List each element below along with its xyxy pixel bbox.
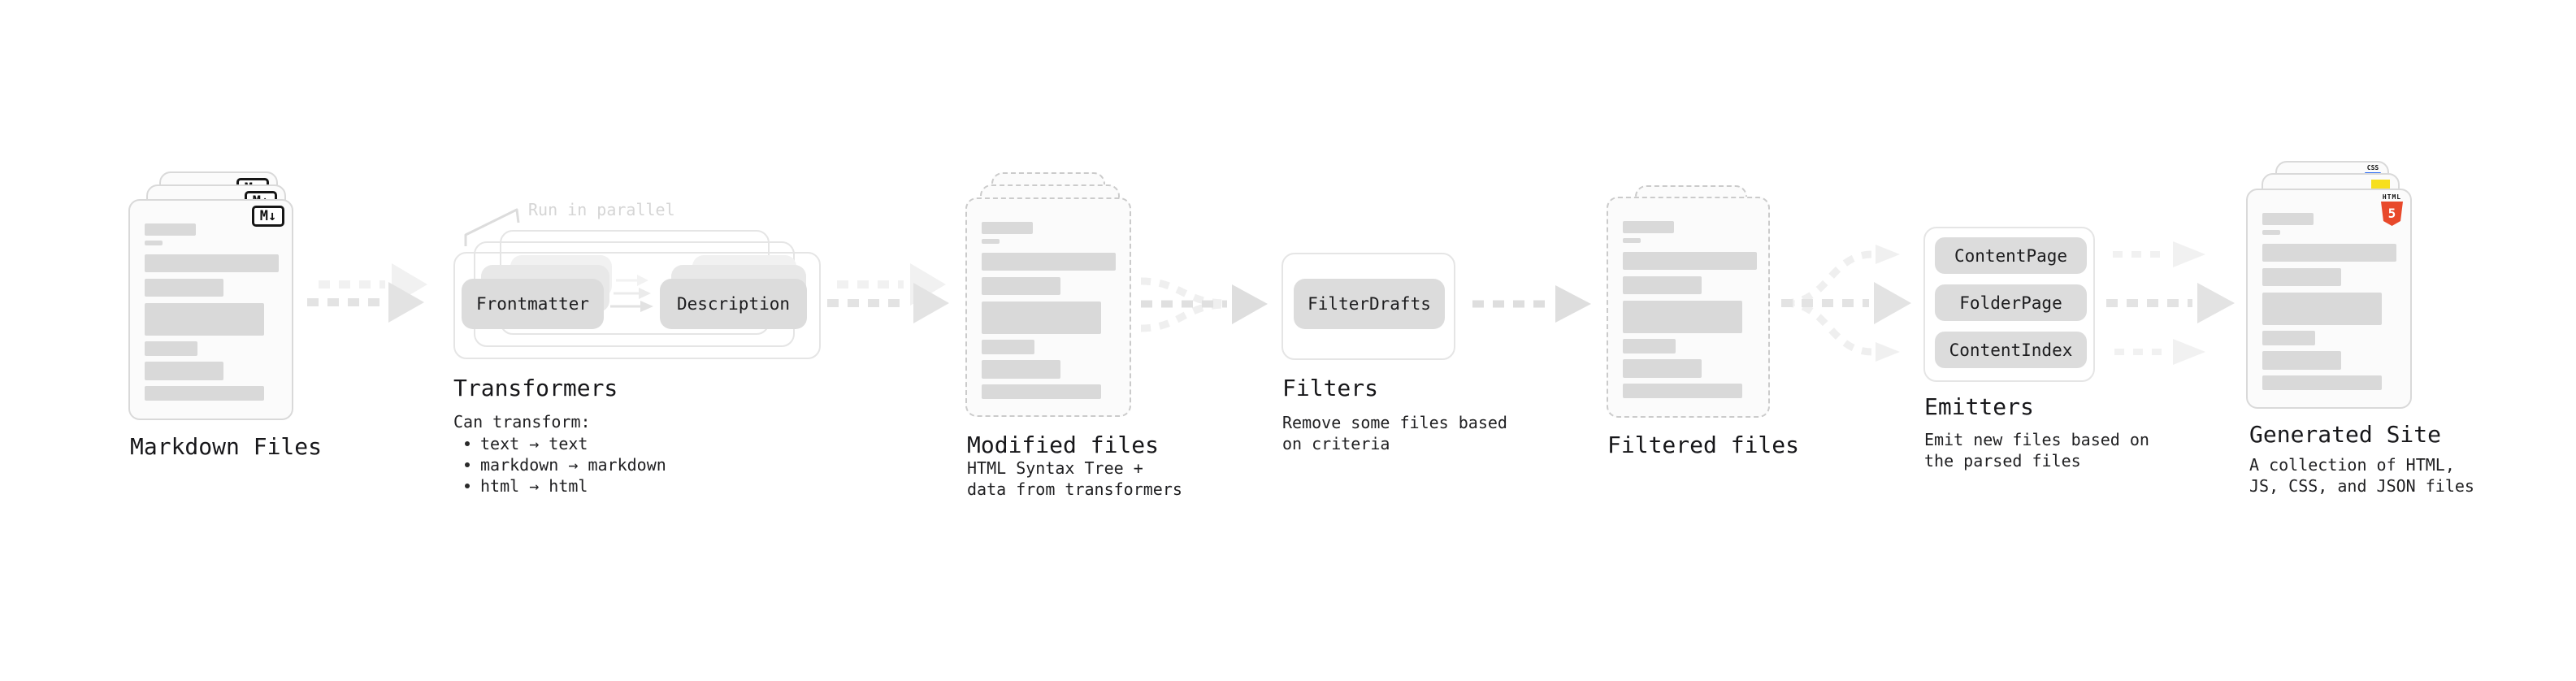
js-icon bbox=[2371, 180, 2390, 191]
generated-site-desc-line2: JS, CSS, and JSON files bbox=[2249, 476, 2474, 496]
filtered-files-label: Filtered files bbox=[1607, 432, 1800, 458]
filters-title: Filters bbox=[1282, 375, 1379, 401]
html5-icon: HTML 5 bbox=[2381, 194, 2403, 226]
bullet-dot bbox=[465, 484, 470, 488]
emitters-desc-line2: the parsed files bbox=[1924, 451, 2081, 471]
emitters-desc-line1: Emit new files based on bbox=[1924, 430, 2149, 449]
contentindex-emitter-chip: ContentIndex bbox=[1935, 332, 2087, 368]
bullet-label: markdown → markdown bbox=[480, 455, 666, 475]
file-content-bars bbox=[982, 222, 1117, 399]
filters-box bbox=[1281, 253, 1455, 360]
site-file-card-html: HTML 5 bbox=[2246, 189, 2412, 409]
filters-desc-line1: Remove some files based bbox=[1282, 413, 1507, 432]
arrow-markdown-to-transformers bbox=[307, 263, 427, 323]
transform-bullet-html: html → html bbox=[465, 476, 588, 496]
filterdrafts-chip: FilterDrafts bbox=[1294, 279, 1445, 329]
transform-bullet-markdown: markdown → markdown bbox=[465, 455, 666, 475]
transformers-box-front bbox=[453, 252, 821, 359]
transformers-desc-heading: Can transform: bbox=[453, 412, 591, 432]
modified-files-desc-line2: data from transformers bbox=[967, 479, 1182, 499]
frontmatter-transformer-chip: Frontmatter bbox=[462, 279, 604, 329]
filtered-file-card-front bbox=[1607, 197, 1770, 418]
contentpage-emitter-chip: ContentPage bbox=[1935, 237, 2087, 274]
arrow-filtered-to-emitters bbox=[1781, 245, 1911, 362]
run-in-parallel-note: Run in parallel bbox=[528, 200, 675, 219]
file-content-bars bbox=[1623, 221, 1757, 398]
bullet-label: text → text bbox=[480, 434, 588, 453]
generated-site-label: Generated Site bbox=[2249, 421, 2442, 448]
bullet-dot bbox=[465, 462, 470, 467]
arrow-modified-to-filters bbox=[1140, 277, 1268, 332]
modified-file-card-front bbox=[965, 197, 1131, 417]
markdown-files-label: Markdown Files bbox=[130, 433, 323, 460]
markdown-file-card-front: M↓ bbox=[128, 199, 293, 420]
file-content-bars bbox=[145, 223, 279, 401]
modified-files-desc-line1: HTML Syntax Tree + bbox=[967, 458, 1143, 478]
folderpage-emitter-chip: FolderPage bbox=[1935, 284, 2087, 321]
filters-desc-line2: on criteria bbox=[1282, 434, 1390, 453]
arrow-transformers-to-modified bbox=[827, 263, 949, 323]
arrow-emitters-to-site bbox=[2106, 241, 2235, 365]
markdown-icon: M↓ bbox=[252, 206, 284, 227]
arrow-filters-to-filtered bbox=[1472, 285, 1591, 323]
generated-site-desc-line1: A collection of HTML, bbox=[2249, 455, 2455, 475]
bullet-label: html → html bbox=[480, 476, 588, 496]
file-content-bars bbox=[2262, 213, 2397, 390]
emitters-box bbox=[1923, 227, 2095, 382]
transform-bullet-text: text → text bbox=[465, 434, 588, 453]
modified-files-label: Modified files bbox=[967, 432, 1160, 458]
emitters-title: Emitters bbox=[1924, 393, 2034, 420]
description-transformer-chip: Description bbox=[660, 279, 807, 329]
transformers-title: Transformers bbox=[453, 375, 618, 401]
bullet-dot bbox=[465, 441, 470, 446]
